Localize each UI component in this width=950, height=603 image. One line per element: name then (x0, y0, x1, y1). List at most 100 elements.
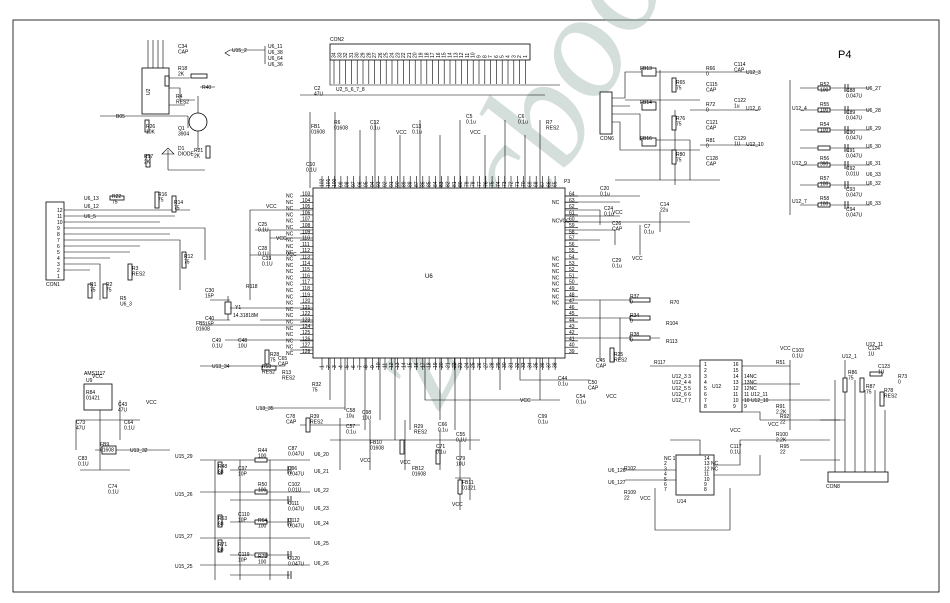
connector-con6-body (599, 91, 613, 135)
part-ref: R56 (820, 156, 829, 162)
part-value: RES2 (414, 430, 427, 436)
u12-left-pin-net: U12_3 3 (672, 374, 691, 380)
part-ref: C112 (288, 518, 300, 524)
ic-u2: U2 (130, 40, 211, 171)
part-ref: R44 (258, 448, 267, 454)
u6-bottom-pin-number: 12 (389, 362, 395, 368)
vcc-label: VCC (768, 422, 779, 428)
net-label: R113 (666, 339, 678, 345)
u6-right-pin-net: NC (552, 288, 560, 294)
ic-u9-part: AMS1117 (84, 371, 105, 377)
part-value: 75 (312, 388, 318, 394)
part-value: RES2 (176, 100, 189, 106)
con2-pin-number: 7 (488, 55, 494, 58)
u6-right-pin-number: 44 (569, 318, 575, 324)
u12-left-pin-number: 8 (704, 404, 707, 410)
part-ref: R53 (262, 364, 271, 370)
net-label: U2_5_6_7_8 (336, 87, 365, 93)
part-ref: FB13 (640, 66, 652, 72)
u6-left-pin-net: NC (286, 351, 294, 357)
u6-bottom-pin-number: 21 (446, 362, 452, 368)
u6-left-pin-net: NC (286, 294, 294, 300)
con2-pin-number: 31 (349, 52, 355, 58)
net-label: U12_9 (792, 161, 807, 167)
u6-top-pin-number: 88 (408, 181, 414, 187)
part-ref: C20 (600, 186, 609, 192)
u12-left-pin-number: 6 (704, 392, 707, 398)
con2-pin-number: 30 (355, 52, 361, 58)
part-value: CAP (612, 227, 623, 233)
part-ref: R86 (848, 370, 857, 376)
part-ref: C7 (644, 224, 651, 230)
part-ref: C33 (262, 256, 271, 262)
part-value: 10P (238, 472, 248, 478)
part-ref: C6 (518, 114, 525, 120)
part-ref: C71 (436, 444, 445, 450)
net-label: U15_27 (175, 534, 193, 540)
con1-pin-number: 3 (57, 262, 60, 268)
part-ref: C50 (588, 380, 597, 386)
part-value: 01421 (86, 396, 100, 402)
net-label: U6_38 (268, 50, 283, 56)
part-ref: FB9 (100, 442, 109, 448)
u6-bottom-pin-number: 23 (458, 362, 464, 368)
part-value: 75 (866, 390, 872, 396)
u6-left-pin-number: 113 (302, 255, 310, 261)
part-ref: R75 (258, 554, 267, 560)
u6-bottom-pin-number: 20 (439, 362, 445, 368)
u6-left-pin-number: 118 (302, 286, 310, 292)
net-label: R40 (202, 85, 211, 91)
u12-left-pin-net: U12_7 7 (672, 398, 691, 404)
part-ref: FB1 (311, 124, 320, 130)
part-value: 0.01U (846, 172, 860, 178)
con2-pin-number: 9 (477, 55, 483, 58)
u6-top-pin-number: 89 (401, 181, 407, 187)
part-ref: R72 (706, 102, 715, 108)
part-ref: R91 (776, 404, 785, 410)
u6-left-pin-net: NC (286, 257, 294, 263)
net-label: U12_4 (792, 106, 807, 112)
u6-right-pin-net: NC (552, 275, 560, 281)
u6-bottom-pin-number: 34 (527, 362, 533, 368)
u6-left-pin-net: NC (286, 269, 294, 275)
u6-left-pin-number: 109 (302, 229, 311, 235)
u14-right-pin: 8 (704, 487, 707, 493)
u6-bottom-wires (260, 358, 590, 450)
part-value: 0.1u (558, 382, 568, 388)
connector-con8-body (827, 471, 889, 483)
u6-top-pin-number: 71 (515, 181, 521, 187)
u12-right-pin-number: 13 (733, 380, 739, 386)
u6-left-pin-number: 124 (302, 324, 311, 330)
part-ref: C34 (178, 44, 187, 50)
net-label: U6_21 (314, 469, 329, 475)
part-ref: C88 (846, 88, 855, 94)
part-value: 22u (660, 208, 669, 214)
part-ref: C10 (306, 162, 315, 168)
u14-right-pin: 12 NC (704, 466, 719, 472)
u14-left-pin: 2 (664, 461, 667, 467)
u14-left-pin: 6 (664, 482, 667, 488)
vcc-label: VCC (266, 204, 277, 210)
net-label: U15_26 (175, 492, 193, 498)
net-label: U15_2 (232, 48, 247, 54)
ic-u6-extra: P3 (564, 179, 570, 185)
u6-bottom-pin-number: 19 (433, 362, 439, 368)
net-label: U6_32 (866, 181, 881, 187)
part-ref: C49 (212, 338, 221, 344)
u6-top-pin-number: 79 (464, 181, 470, 187)
part-value: 75 (676, 122, 682, 128)
part-value: 0.047U (288, 452, 305, 458)
part-value: 68 (218, 470, 224, 476)
net-label: U6_24 (314, 521, 329, 527)
u12-left-pin-number: 7 (704, 398, 707, 404)
part-value: CAP (588, 386, 599, 392)
con1-pin-number: 8 (57, 232, 60, 238)
part-ref: R80 (676, 152, 685, 158)
u6-right-wires (565, 195, 690, 360)
part-ref: R48 (218, 464, 227, 470)
net-label: U6_25 (314, 541, 329, 547)
part-ref: C74 (108, 484, 117, 490)
